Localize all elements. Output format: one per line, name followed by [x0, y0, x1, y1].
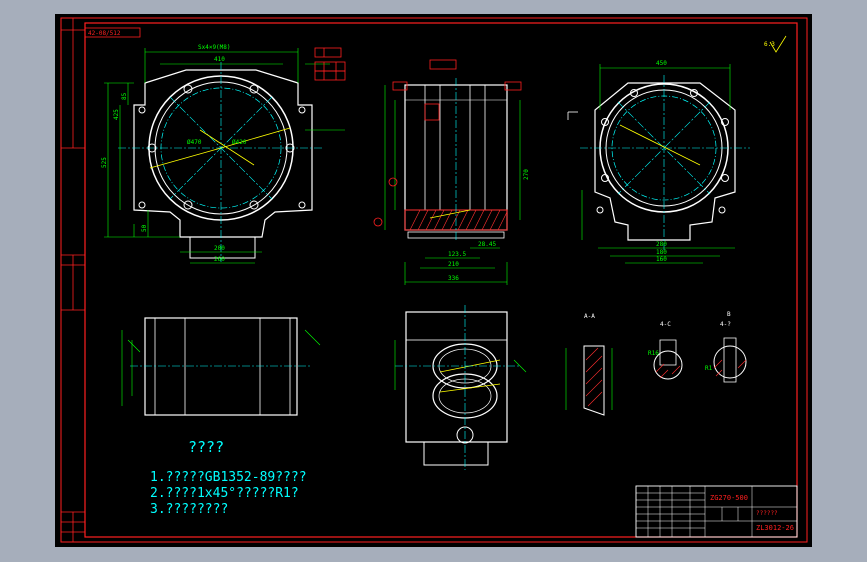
front-view-dia-inner: Ø420 — [232, 139, 247, 146]
detail-view-b: 4-C R16 — [648, 321, 683, 380]
section-view-hatch — [409, 209, 508, 231]
technical-notes: ???? 1.?????GB1352-89???? 2.????1x45°???… — [150, 438, 307, 517]
front-view-bottom-small: 50 — [141, 224, 148, 232]
side-view-bottom-a: 280 — [656, 241, 667, 248]
side-view-body-outline — [594, 82, 736, 241]
bottom-left-view — [121, 317, 321, 416]
side-view-bolt-holes — [596, 89, 729, 214]
front-view: Ø470 Ø420 Sx4×9(M8) 410 525 425 85 200 2… — [101, 44, 346, 264]
section-view-dimension-lines — [384, 85, 521, 285]
section-view-bottom-a: 210 — [448, 261, 459, 268]
title-block: ZG270-500 ?????? ZL3012-26 — [635, 485, 798, 538]
side-view-bottom-b: 180 — [656, 249, 667, 256]
section-view-datum-marker-1 — [388, 177, 398, 187]
front-view-bottom-width: 200 — [214, 245, 225, 252]
title-strip-code: 42-08/512 — [88, 30, 121, 37]
detail-radius-2: R1 — [705, 365, 713, 372]
title-block-drawing-no: ZL3012-26 — [756, 524, 794, 532]
front-view-flange — [189, 237, 256, 259]
section-view-leader — [429, 209, 471, 219]
front-view-top-width: 410 — [214, 56, 225, 63]
left-binding-strip — [61, 18, 85, 542]
bottom-center-dimension-lines — [394, 340, 527, 390]
detail-view-a: A-A — [565, 313, 613, 416]
section-view: 336 210 123.5 28.45 270 — [373, 59, 530, 285]
detail-view-c: 4-? R1 B — [705, 311, 747, 383]
bottom-center-view — [394, 305, 527, 470]
title-strip: 42-08/512 — [84, 27, 141, 38]
title-block-material: ?????? — [756, 510, 778, 517]
bottom-left-view-dimension-lines — [121, 329, 321, 406]
notes-line-1: 1.?????GB1352-89???? — [150, 470, 307, 485]
front-view-left-mid: 425 — [113, 109, 120, 120]
front-view-top-overall: Sx4×9(M8) — [198, 44, 231, 51]
front-view-left-height: 525 — [101, 157, 108, 168]
front-view-bottom-inner: 260 — [214, 256, 225, 263]
front-view-tolerance-frames — [314, 47, 346, 81]
side-view-leader — [619, 124, 701, 166]
section-view-bottom-b: 123.5 — [448, 251, 466, 258]
notes-heading: ???? — [188, 438, 224, 456]
side-view: 450 280 180 160 6.3 — [567, 35, 787, 264]
front-view-dia-outer: Ø470 — [187, 139, 202, 146]
inner-frame — [84, 22, 798, 538]
title-block-model: ZG270-500 — [710, 494, 748, 502]
notes-line-3: 3.???????? — [150, 502, 228, 517]
outer-frame — [60, 17, 808, 543]
front-view-left-small: 85 — [121, 92, 128, 100]
section-view-bottom-c: 28.45 — [478, 241, 496, 248]
section-view-right-height: 270 — [523, 169, 530, 180]
notes-line-2: 2.????1x45°?????R1? — [150, 486, 299, 501]
bottom-left-view-body — [144, 317, 298, 416]
side-view-bottom-c: 160 — [656, 256, 667, 263]
side-view-dimension-lines — [581, 64, 735, 264]
section-label-c: 4-C — [660, 321, 671, 328]
section-label-a: A-A — [584, 313, 595, 320]
front-view-body-outline — [133, 69, 313, 238]
side-view-top-width: 450 — [656, 60, 667, 67]
detail-radius-1: R16 — [648, 350, 659, 357]
section-view-tolerance-frames — [392, 59, 522, 121]
side-view-centerlines — [580, 75, 750, 250]
surface-roughness-symbol: 6.3 — [764, 35, 787, 53]
section-view-datum-marker-2 — [373, 217, 383, 227]
front-view-dimension-lines — [104, 48, 345, 264]
front-view-leaders — [149, 127, 291, 169]
drawing-paper — [55, 14, 812, 547]
surface-roughness-value: 6.3 — [764, 41, 775, 48]
section-view-bottom-total: 336 — [448, 275, 459, 282]
section-label-b: B — [727, 311, 731, 318]
section-label-d: 4-? — [720, 321, 731, 328]
